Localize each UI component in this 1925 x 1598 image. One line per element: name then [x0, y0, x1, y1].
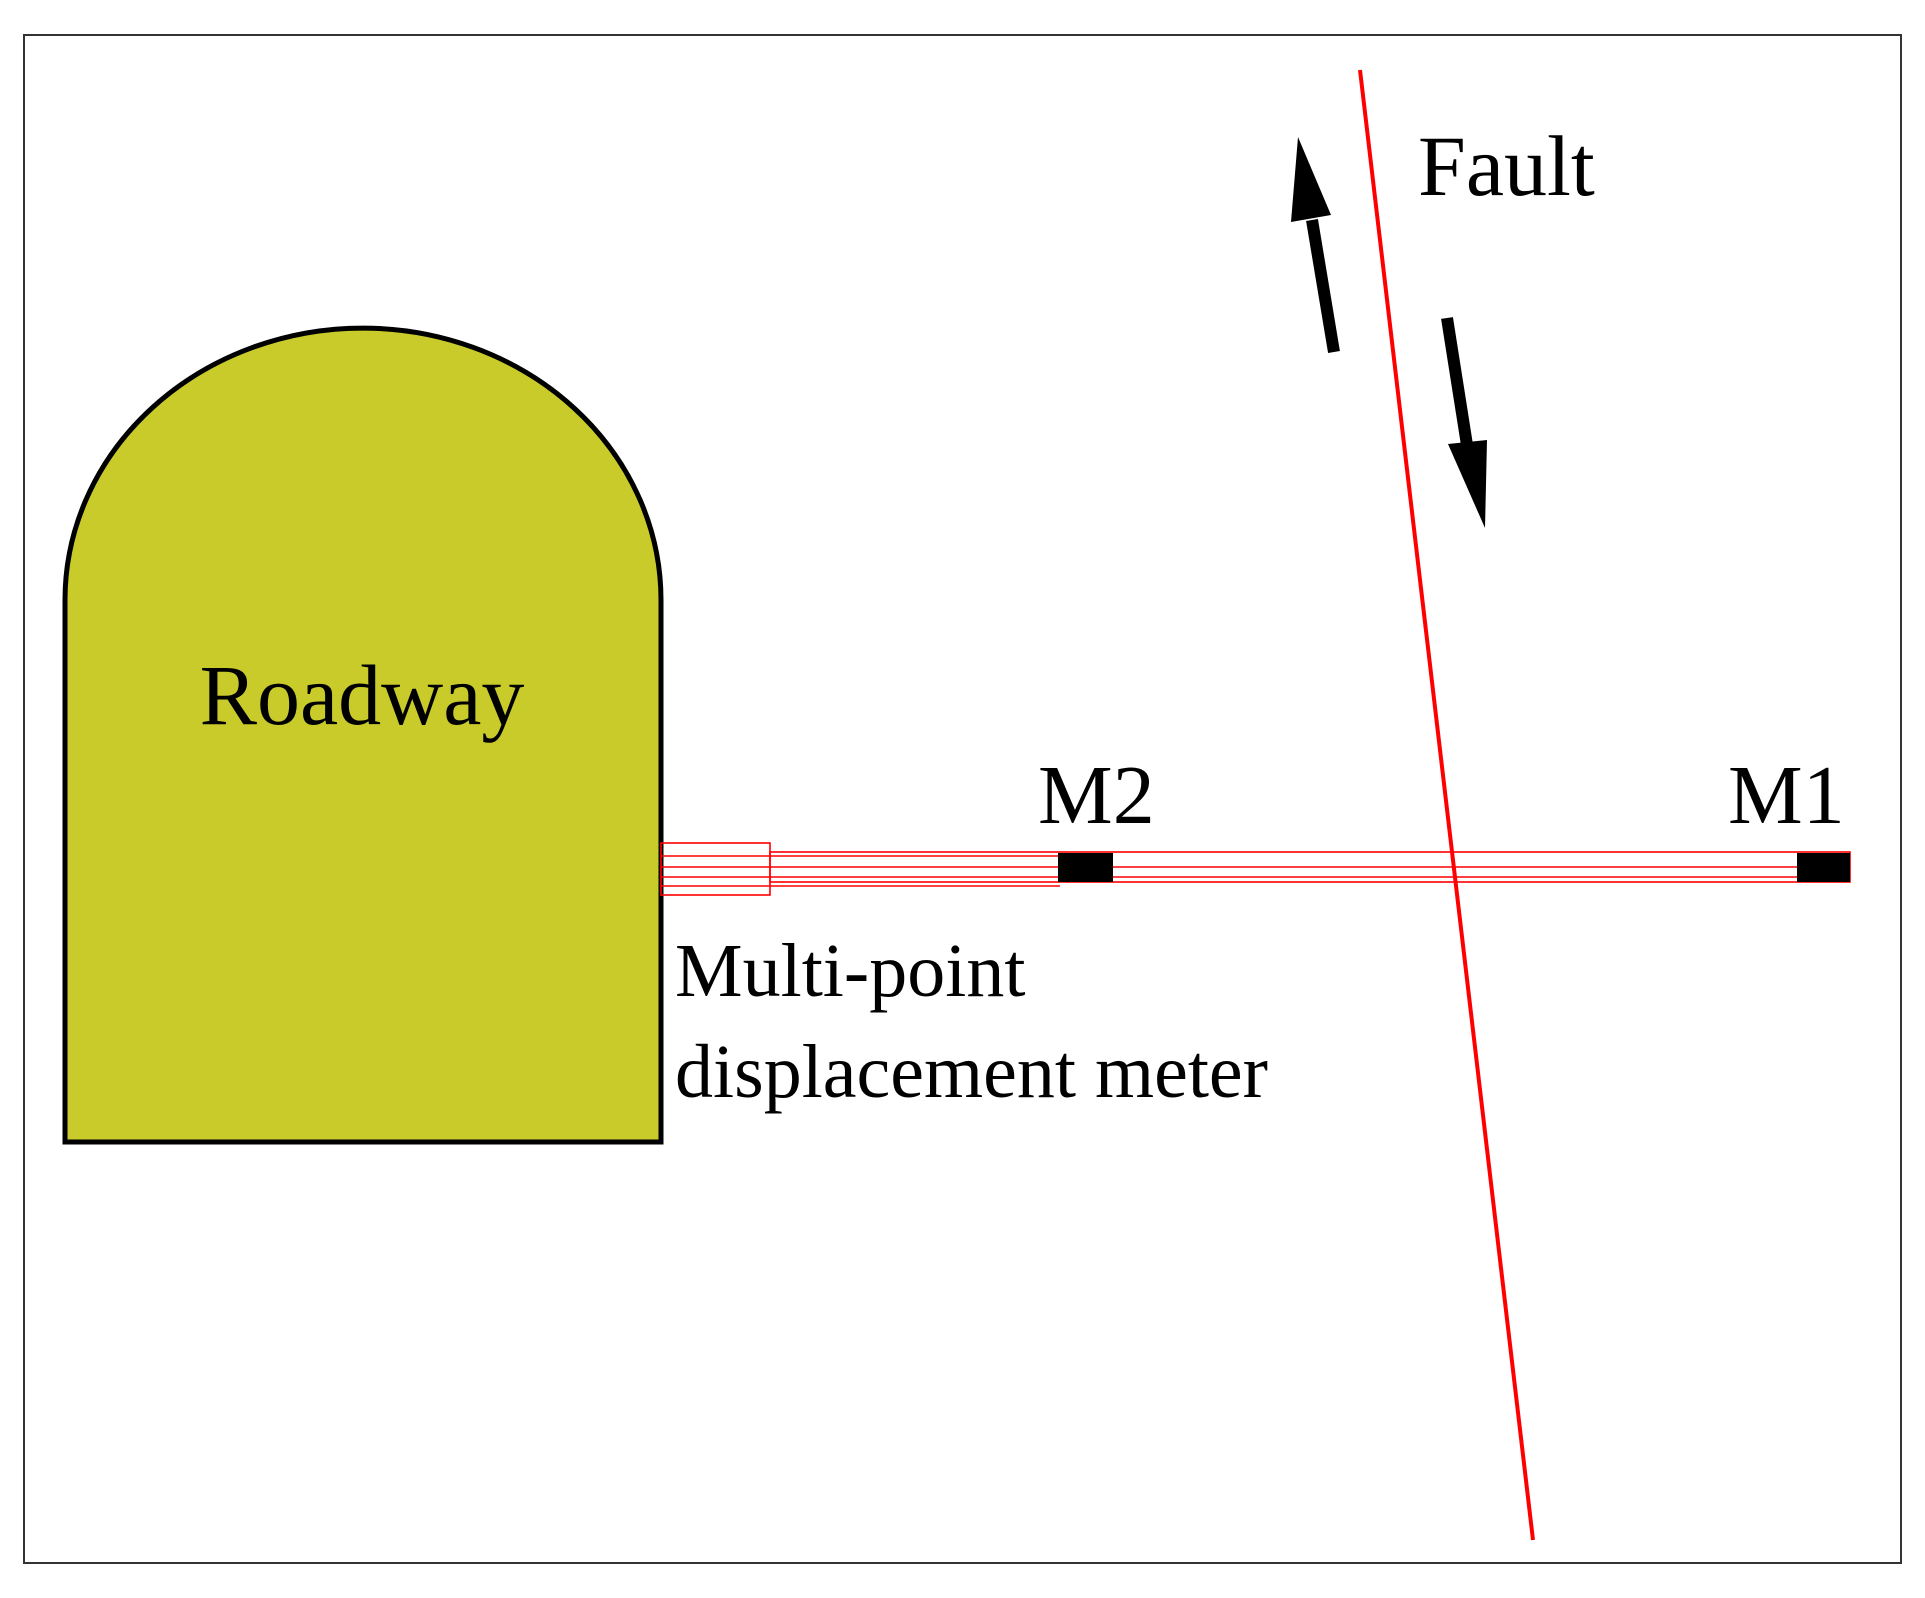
anchor-m1 — [1797, 853, 1850, 882]
arrow-down-icon — [1441, 317, 1487, 528]
anchor-m2 — [1058, 853, 1113, 882]
meter-label-line2: displacement meter — [675, 1030, 1268, 1114]
m1-label: M1 — [1728, 749, 1845, 842]
fault-label: Fault — [1418, 118, 1595, 214]
arrow-up-icon — [1291, 137, 1340, 353]
roadway-shape — [62, 325, 664, 1145]
m2-label: M2 — [1038, 749, 1155, 842]
meter-label-line1: Multi-point — [675, 929, 1025, 1013]
roadway-label: Roadway — [200, 647, 525, 743]
fault-line — [1358, 69, 1535, 1541]
